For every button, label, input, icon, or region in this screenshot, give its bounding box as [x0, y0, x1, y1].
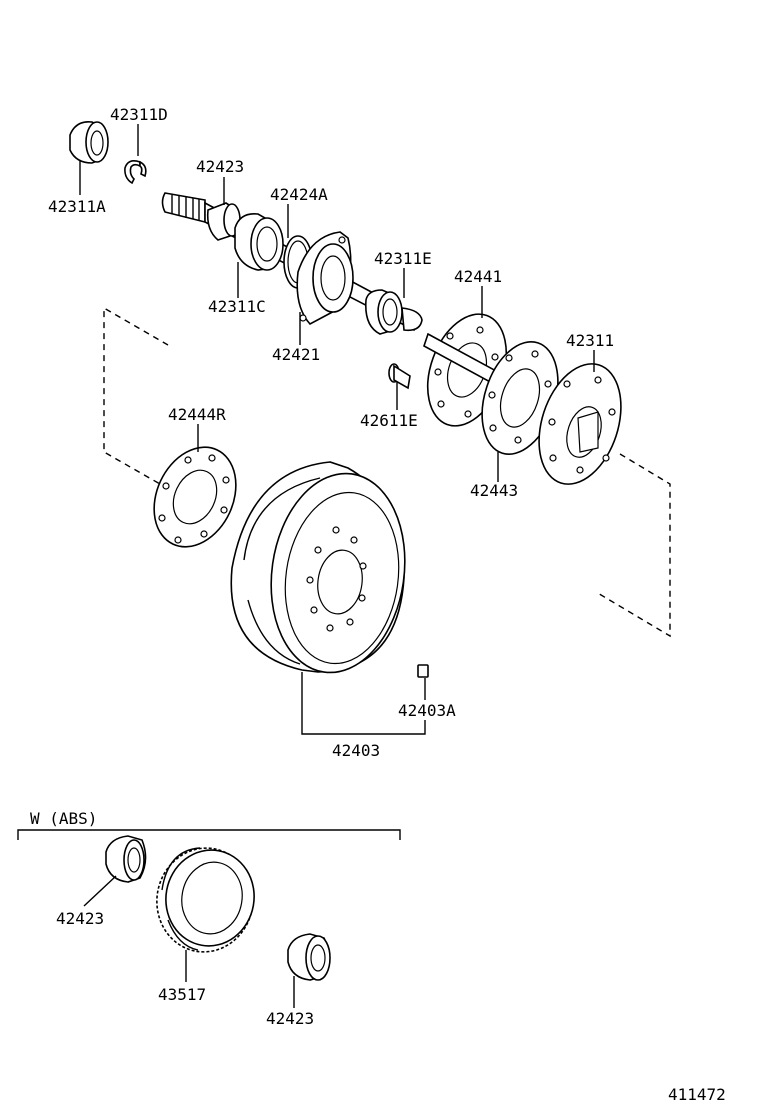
clip-42403A — [417, 664, 429, 678]
guide-right — [595, 453, 671, 638]
snap-ring-42311D — [124, 160, 147, 185]
label-figure-number: 411472 — [668, 1085, 726, 1104]
abs-group-bracket — [17, 829, 401, 840]
label-42423-abs-right: 42423 — [266, 1009, 314, 1028]
seal-42311E — [364, 289, 403, 335]
label-42403: 42403 — [332, 741, 380, 760]
label-42311C: 42311C — [208, 297, 266, 316]
leader-42403 — [301, 672, 426, 735]
label-42443: 42443 — [470, 481, 518, 500]
brake-drum-42403 — [230, 461, 406, 674]
label-42311A: 42311A — [48, 197, 106, 216]
shim-plate-42444R — [153, 446, 237, 548]
retainer-42421 — [296, 231, 354, 326]
hub-bolt-42611E — [388, 363, 411, 390]
guide-left — [103, 306, 169, 485]
label-42311: 42311 — [566, 331, 614, 350]
label-42423-abs-left: 42423 — [56, 909, 104, 928]
bearing-42311C — [234, 212, 284, 271]
oil-seal-42311A — [69, 120, 109, 164]
label-abs-group: W (ABS) — [30, 809, 97, 828]
retainer-plate-42311 — [538, 363, 622, 485]
label-42403A: 42403A — [398, 701, 456, 720]
label-42441: 42441 — [454, 267, 502, 286]
gasket-42443 — [481, 340, 559, 456]
abs-rotor-43517 — [156, 847, 255, 953]
label-42611E: 42611E — [360, 411, 418, 430]
label-43517: 43517 — [158, 985, 206, 1004]
collar-42423-abs-right — [287, 933, 331, 981]
label-42421: 42421 — [272, 345, 320, 364]
label-42424A: 42424A — [270, 185, 328, 204]
label-42444R: 42444R — [168, 405, 226, 424]
collar-42423-abs-left — [105, 835, 147, 883]
label-42311E: 42311E — [374, 249, 432, 268]
leader-42423-abs-left — [83, 875, 117, 907]
label-42423-top: 42423 — [196, 157, 244, 176]
label-42311D: 42311D — [110, 105, 168, 124]
